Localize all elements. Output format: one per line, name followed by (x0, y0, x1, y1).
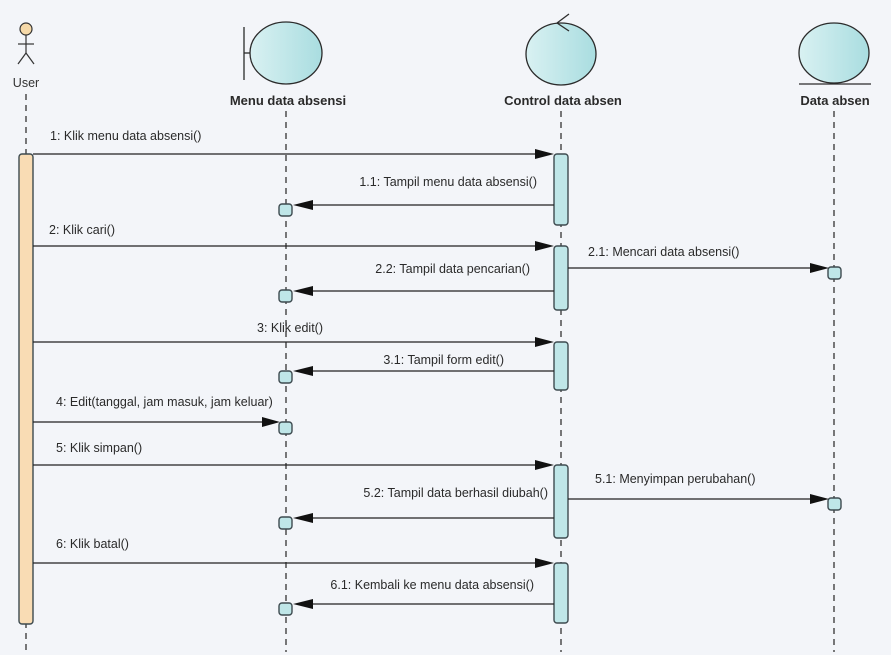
activation-box-data (827, 497, 842, 511)
arrowhead-icon (262, 417, 280, 427)
lifeline-control-data-absen[interactable]: Control data absen (504, 13, 622, 108)
activation-box-menu (278, 370, 293, 384)
message-label: 5.1: Menyimpan perubahan() (595, 472, 756, 486)
message-label: 2: Klik cari() (49, 223, 115, 237)
lifeline-label: Control data absen (504, 93, 622, 108)
message-label: 1.1: Tampil menu data absensi() (359, 175, 537, 189)
arrowhead-icon (810, 494, 829, 504)
arrowhead-icon (535, 149, 554, 159)
arrowhead-icon (535, 241, 554, 251)
message-label: 6: Klik batal() (56, 537, 129, 551)
lifeline-label: Data absen (800, 93, 869, 108)
activation-bar-control (553, 562, 569, 624)
entity-icon (798, 22, 871, 85)
message-label: 1: Klik menu data absensi() (50, 129, 201, 143)
message-2-2[interactable]: 2.2: Tampil data pencarian() (293, 262, 554, 296)
actor-stick-figure-icon (17, 22, 35, 65)
boundary-icon (243, 21, 323, 85)
message-2[interactable]: 2: Klik cari() (33, 223, 554, 251)
message-4[interactable]: 4: Edit(tanggal, jam masuk, jam keluar) (33, 395, 280, 427)
arrowhead-icon (293, 366, 313, 376)
message-3-1[interactable]: 3.1: Tampil form edit() (293, 353, 554, 376)
activation-box-data (827, 266, 842, 280)
message-3[interactable]: 3: Klik edit() (33, 321, 554, 347)
lifeline-label: User (13, 76, 39, 90)
arrowhead-icon (535, 558, 554, 568)
activation-bar-control (553, 245, 569, 311)
control-icon (525, 13, 597, 86)
message-label: 5.2: Tampil data berhasil diubah() (363, 486, 548, 500)
activation-bar-user (18, 153, 34, 625)
message-6-1[interactable]: 6.1: Kembali ke menu data absensi() (293, 578, 554, 609)
message-label: 5: Klik simpan() (56, 441, 142, 455)
arrowhead-icon (535, 460, 554, 470)
activation-box-menu (278, 516, 293, 530)
lifeline-label: Menu data absensi (230, 93, 346, 108)
lifeline-data-absen[interactable]: Data absen (798, 22, 871, 108)
activation-bar-control (553, 464, 569, 539)
lifeline-user[interactable]: User (13, 22, 39, 90)
message-2-1[interactable]: 2.1: Mencari data absensi() (568, 245, 829, 273)
message-label: 3.1: Tampil form edit() (383, 353, 504, 367)
arrowhead-icon (293, 513, 313, 523)
arrowhead-icon (810, 263, 829, 273)
message-5-1[interactable]: 5.1: Menyimpan perubahan() (568, 472, 829, 504)
arrowhead-icon (535, 337, 554, 347)
arrowhead-icon (293, 599, 313, 609)
message-label: 2.2: Tampil data pencarian() (375, 262, 530, 276)
activation-box-menu (278, 602, 293, 616)
message-label: 3: Klik edit() (257, 321, 323, 335)
activation-box-menu (278, 203, 293, 217)
arrowhead-icon (293, 200, 313, 210)
message-label: 2.1: Mencari data absensi() (588, 245, 739, 259)
message-5[interactable]: 5: Klik simpan() (33, 441, 554, 470)
message-5-2[interactable]: 5.2: Tampil data berhasil diubah() (293, 486, 554, 523)
message-1[interactable]: 1: Klik menu data absensi() (33, 129, 554, 159)
arrowhead-icon (293, 286, 313, 296)
message-1-1[interactable]: 1.1: Tampil menu data absensi() (293, 175, 554, 210)
activation-box-menu (278, 421, 293, 435)
activation-bar-control (553, 341, 569, 391)
message-6[interactable]: 6: Klik batal() (33, 537, 554, 568)
message-label: 6.1: Kembali ke menu data absensi() (330, 578, 534, 592)
activation-box-menu (278, 289, 293, 303)
activation-bar-control (553, 153, 569, 226)
lifeline-menu-data-absensi[interactable]: Menu data absensi (230, 21, 346, 108)
message-label: 4: Edit(tanggal, jam masuk, jam keluar) (56, 395, 273, 409)
